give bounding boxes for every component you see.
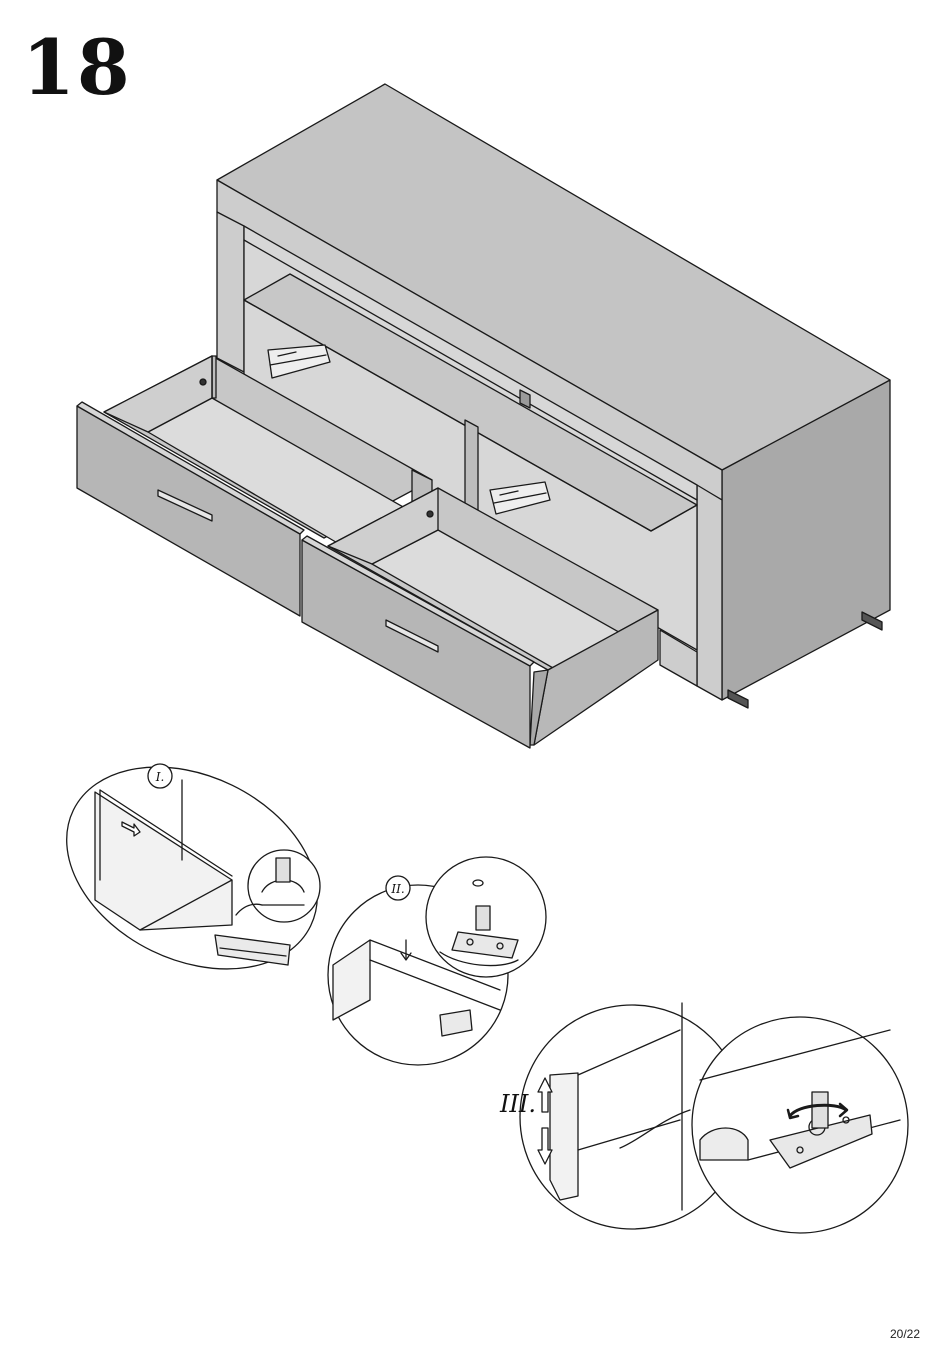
detail-3: III. <box>499 1003 908 1233</box>
detail-3-label: III. <box>499 1090 536 1118</box>
detail-1: I. <box>33 727 351 1008</box>
page-number: 20/22 <box>890 1327 920 1341</box>
detail-2-label: II. <box>390 882 404 896</box>
detail-1-label: I. <box>155 770 165 784</box>
detail-2: II. <box>328 857 546 1065</box>
